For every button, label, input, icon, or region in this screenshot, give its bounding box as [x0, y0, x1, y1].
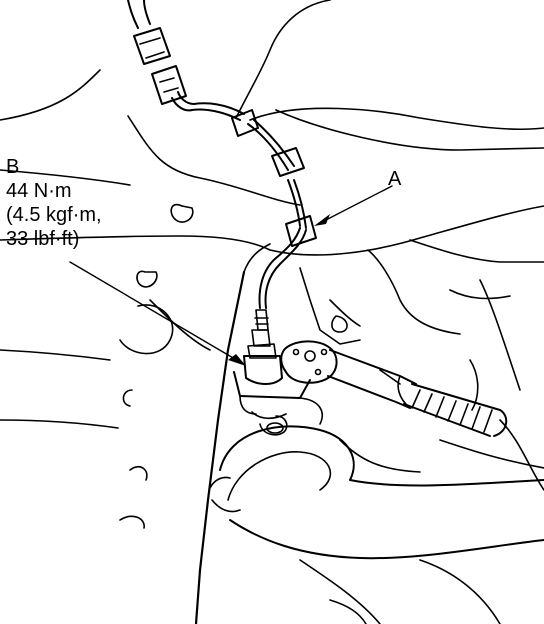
sensor-mount-boss — [233, 371, 324, 436]
leader-arrowheads — [228, 214, 330, 366]
oxygen-sensor — [243, 309, 283, 385]
callout-a-label: A — [388, 168, 402, 190]
sensor-wire-harness — [171, 91, 307, 309]
callout-b-label: B — [6, 156, 20, 178]
torque-spec-nm: 44 N·m — [6, 180, 72, 202]
callout-leaders — [69, 185, 393, 363]
torque-spec-lbf: 33 lbf·ft) — [6, 228, 80, 250]
engine-detail-right — [299, 239, 544, 624]
exhaust-pipe — [209, 425, 544, 560]
housing-cavities — [0, 203, 194, 529]
harness-clips — [231, 109, 317, 247]
torque-spec-kgf: (4.5 kgf·m, — [6, 204, 102, 226]
connector-plug — [127, 0, 187, 105]
ratchet-wrench — [280, 340, 508, 437]
